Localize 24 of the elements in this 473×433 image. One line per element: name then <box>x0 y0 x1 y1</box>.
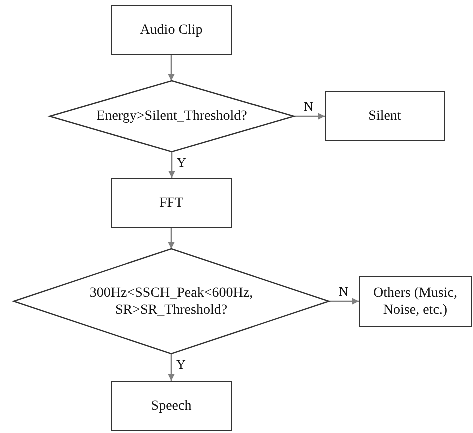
edge-label: N <box>304 100 314 114</box>
arrow <box>329 298 359 305</box>
decision-diamond <box>14 249 329 354</box>
box-label: Others (Music, Noise, etc.) <box>372 284 458 318</box>
arrow <box>168 55 175 81</box>
edge-label: Y <box>177 156 186 170</box>
start-box <box>111 5 232 55</box>
decision-diamond <box>50 81 294 152</box>
box-label: FFT <box>159 194 184 212</box>
arrow <box>168 228 175 249</box>
arrow <box>168 152 176 178</box>
process-box <box>325 91 445 141</box>
process-box <box>359 276 472 327</box>
condition-text: 300Hz<SSCH_Peak<600Hz, SR>SR_Threshold? <box>88 284 254 318</box>
condition-text: Energy>Silent_Threshold? <box>96 108 248 125</box>
arrow <box>168 354 175 381</box>
edge-label: N <box>339 284 348 298</box>
box-label: Silent <box>368 108 402 124</box>
edge-label: Y <box>176 358 186 372</box>
arrow <box>294 113 325 120</box>
box-label: Speech <box>151 398 192 414</box>
box-label: Audio Clip <box>140 22 203 38</box>
process-box <box>111 381 232 431</box>
process-box <box>111 178 232 228</box>
